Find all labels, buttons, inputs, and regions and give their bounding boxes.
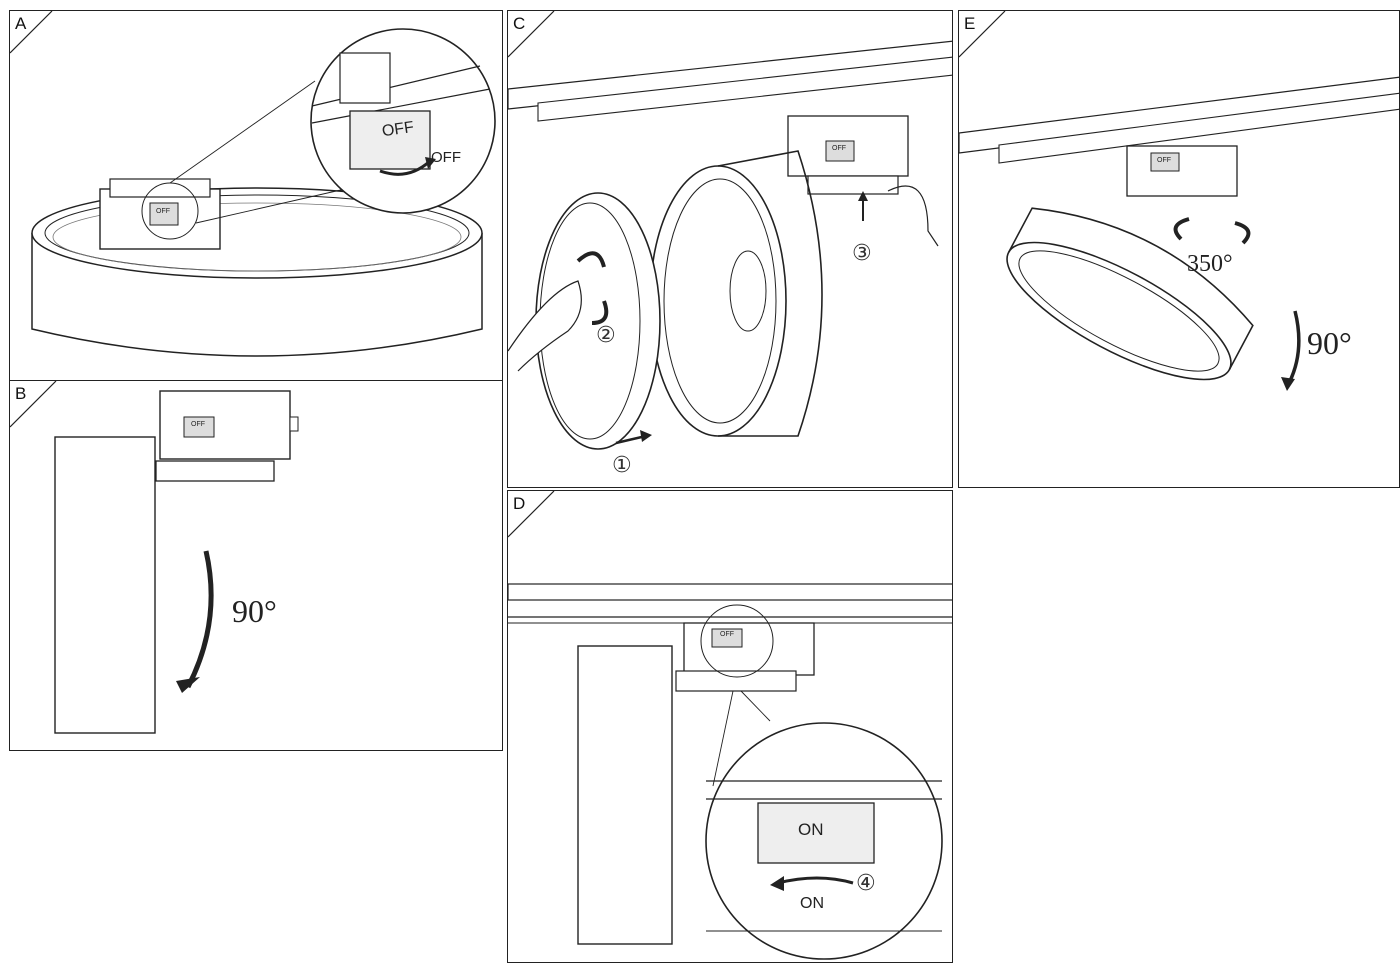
panel-e: E OFF 350° 90°: [958, 10, 1400, 488]
panel-c-step-1: ①: [612, 453, 632, 478]
panel-e-switch-text: OFF: [1157, 157, 1171, 164]
panel-c-label: C: [513, 14, 526, 33]
panel-c-step-2: ②: [596, 323, 616, 348]
panel-c-switch-text: OFF: [832, 145, 846, 152]
panel-b: B OFF 90°: [9, 380, 503, 751]
panel-d-arrow-text: ON: [800, 895, 824, 912]
panel-e-rotation: 350°: [1187, 251, 1233, 277]
panel-b-angle: 90°: [232, 593, 277, 629]
panel-e-angle: 90°: [1307, 325, 1352, 361]
panel-d-switch-small-text: OFF: [720, 631, 734, 638]
panel-a-drawing: [10, 11, 496, 357]
panel-a-switch-small-text: OFF: [156, 208, 170, 215]
panel-d-switch-large-text: ON: [798, 820, 824, 839]
panel-a: A OFF OFF OFF: [9, 10, 503, 382]
panel-a-arrow-text: OFF: [431, 149, 461, 166]
panel-d-drawing: [508, 491, 952, 960]
panel-c-drawing: [508, 11, 952, 450]
panel-d-step-4: ④: [856, 871, 876, 896]
panel-e-drawing: [959, 11, 1399, 391]
panel-c: C OFF ① ② ③: [507, 10, 953, 488]
panel-d: D OFF ON ④ ON: [507, 490, 953, 963]
panel-a-label: A: [15, 14, 27, 33]
panel-d-label: D: [513, 494, 526, 513]
panel-b-switch-text: OFF: [191, 421, 205, 428]
panel-b-label: B: [15, 384, 27, 403]
panel-e-label: E: [964, 14, 976, 33]
panel-c-step-3: ③: [852, 241, 872, 266]
panel-b-drawing: [10, 381, 299, 734]
